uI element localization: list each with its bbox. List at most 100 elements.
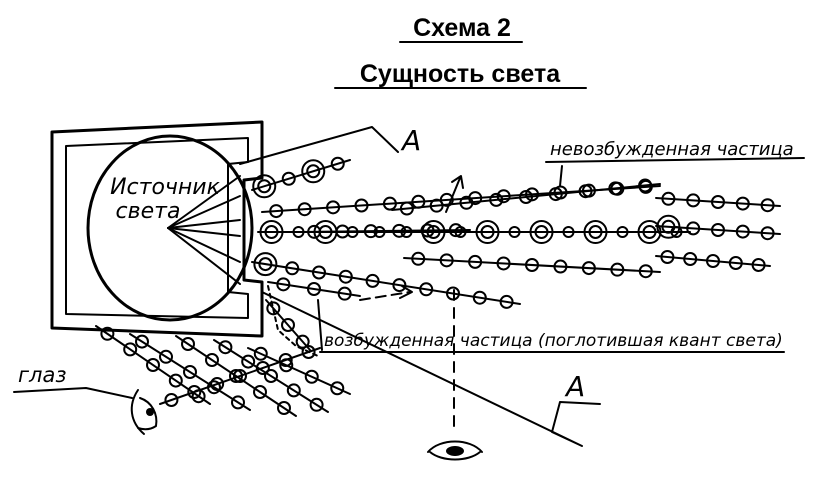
particle-chain [159,345,321,407]
particle [164,393,179,407]
particle-chain [213,339,329,413]
particle [608,181,623,196]
particle [266,301,281,316]
particle [338,269,353,284]
particle [548,187,563,202]
particle [420,223,435,238]
particle [253,385,267,399]
excited-particle [637,220,662,244]
particle [683,252,698,266]
arrows [267,175,464,433]
particle [760,198,775,213]
particle [399,201,414,216]
light-source-lamp [86,134,254,322]
particle [307,224,322,239]
particle [233,369,247,383]
particle [706,254,720,268]
particle [411,251,426,266]
particle-chain [95,325,211,405]
eye-bottom-icon [427,440,483,461]
particle [400,226,413,238]
section-line-top [239,126,399,165]
particle [276,277,291,292]
particle [392,223,407,238]
particle-chain [299,223,471,239]
particle [295,334,310,349]
particle-chain [267,277,361,301]
excited-particle [529,220,554,244]
particle [499,294,514,309]
particle [508,226,521,238]
particle [439,253,454,268]
particle [472,290,487,305]
particle [638,178,653,193]
particle [468,254,483,269]
excited-particle [259,220,284,244]
excited-particle [252,174,277,199]
particle-chain [129,333,251,411]
particle [326,200,341,215]
particle [135,334,149,349]
particle [525,258,539,272]
section-a-bottom-label: A [564,370,585,403]
particle-chain [391,178,661,216]
particle [168,373,183,388]
particle [264,369,278,383]
particle [686,193,701,208]
particle-chain [655,250,771,272]
particle [711,195,725,209]
particle [610,262,625,277]
particle [301,345,316,359]
excited-particle [301,159,326,184]
particle [269,204,284,219]
particle-field [95,156,781,417]
particle-chain [247,346,351,396]
unexcited-label-leader [559,165,563,187]
excited-particle [656,214,681,239]
particle [616,226,629,238]
particle [751,258,766,272]
unexcited-particle-label: невозбужденная частица [550,139,794,160]
particle [231,395,245,410]
eye-label: глаз [18,363,67,387]
particle [661,191,676,206]
particle-chain [251,252,521,309]
section-line-bottom [261,291,601,447]
particle [123,342,138,357]
particle [448,223,463,238]
particle [278,353,293,367]
particle [277,401,291,415]
particle [439,192,454,207]
particle [183,365,197,379]
excited-particle [253,252,278,277]
excited-particle [583,220,608,244]
particle [553,259,568,274]
particle [330,381,345,396]
particle [429,198,444,213]
particle [419,282,434,297]
particle [562,226,575,238]
light-source-housing [50,120,264,338]
particle [735,196,750,211]
particle-chain [251,156,351,199]
particle [382,196,397,211]
particle [459,195,474,210]
particle [210,377,225,391]
particle [241,354,256,369]
particle [728,256,743,270]
particle [711,223,725,237]
particle [638,264,653,279]
particle-chain [265,299,311,351]
source-label-line-1: Источник [110,175,221,200]
particle [205,353,219,367]
title-line-1: Схема 2 [413,14,511,42]
particle [686,221,701,236]
particle [496,256,511,271]
particle [297,202,312,217]
particle [519,190,533,204]
particle [146,358,160,372]
eye-left-icon [130,389,158,435]
section-a-top-label: A [400,124,421,157]
